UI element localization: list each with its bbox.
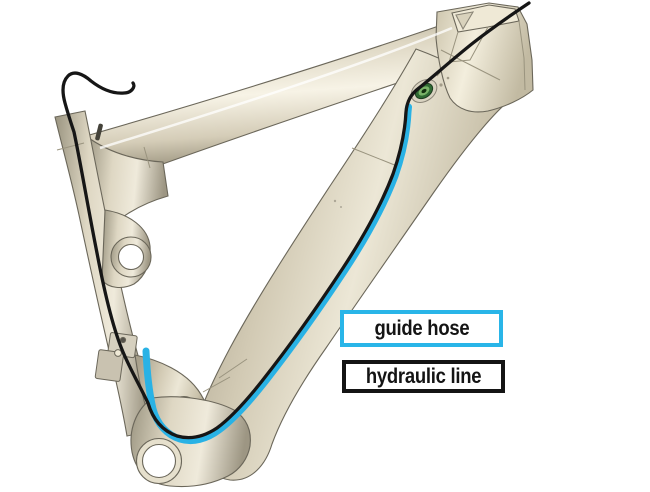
legend-hydraulic-line-label: hydraulic line [365,365,482,388]
frame-body [54,2,534,488]
pivot-hole [117,243,145,271]
bb-shell-hole [141,443,177,479]
rivet-dots [439,76,450,87]
legend-hydraulic-line: hydraulic line [342,360,505,393]
derailleur-mount-bracket [94,332,138,382]
seatpost-clamp-slot [95,123,103,141]
legend-guide-hose: guide hose [340,310,503,347]
legend-guide-hose-label: guide hose [374,317,469,340]
head-tube-notch [455,11,475,31]
hydraulic-line-path [61,1,531,440]
top-tube-highlight [99,26,453,150]
surface-specks [333,199,342,208]
